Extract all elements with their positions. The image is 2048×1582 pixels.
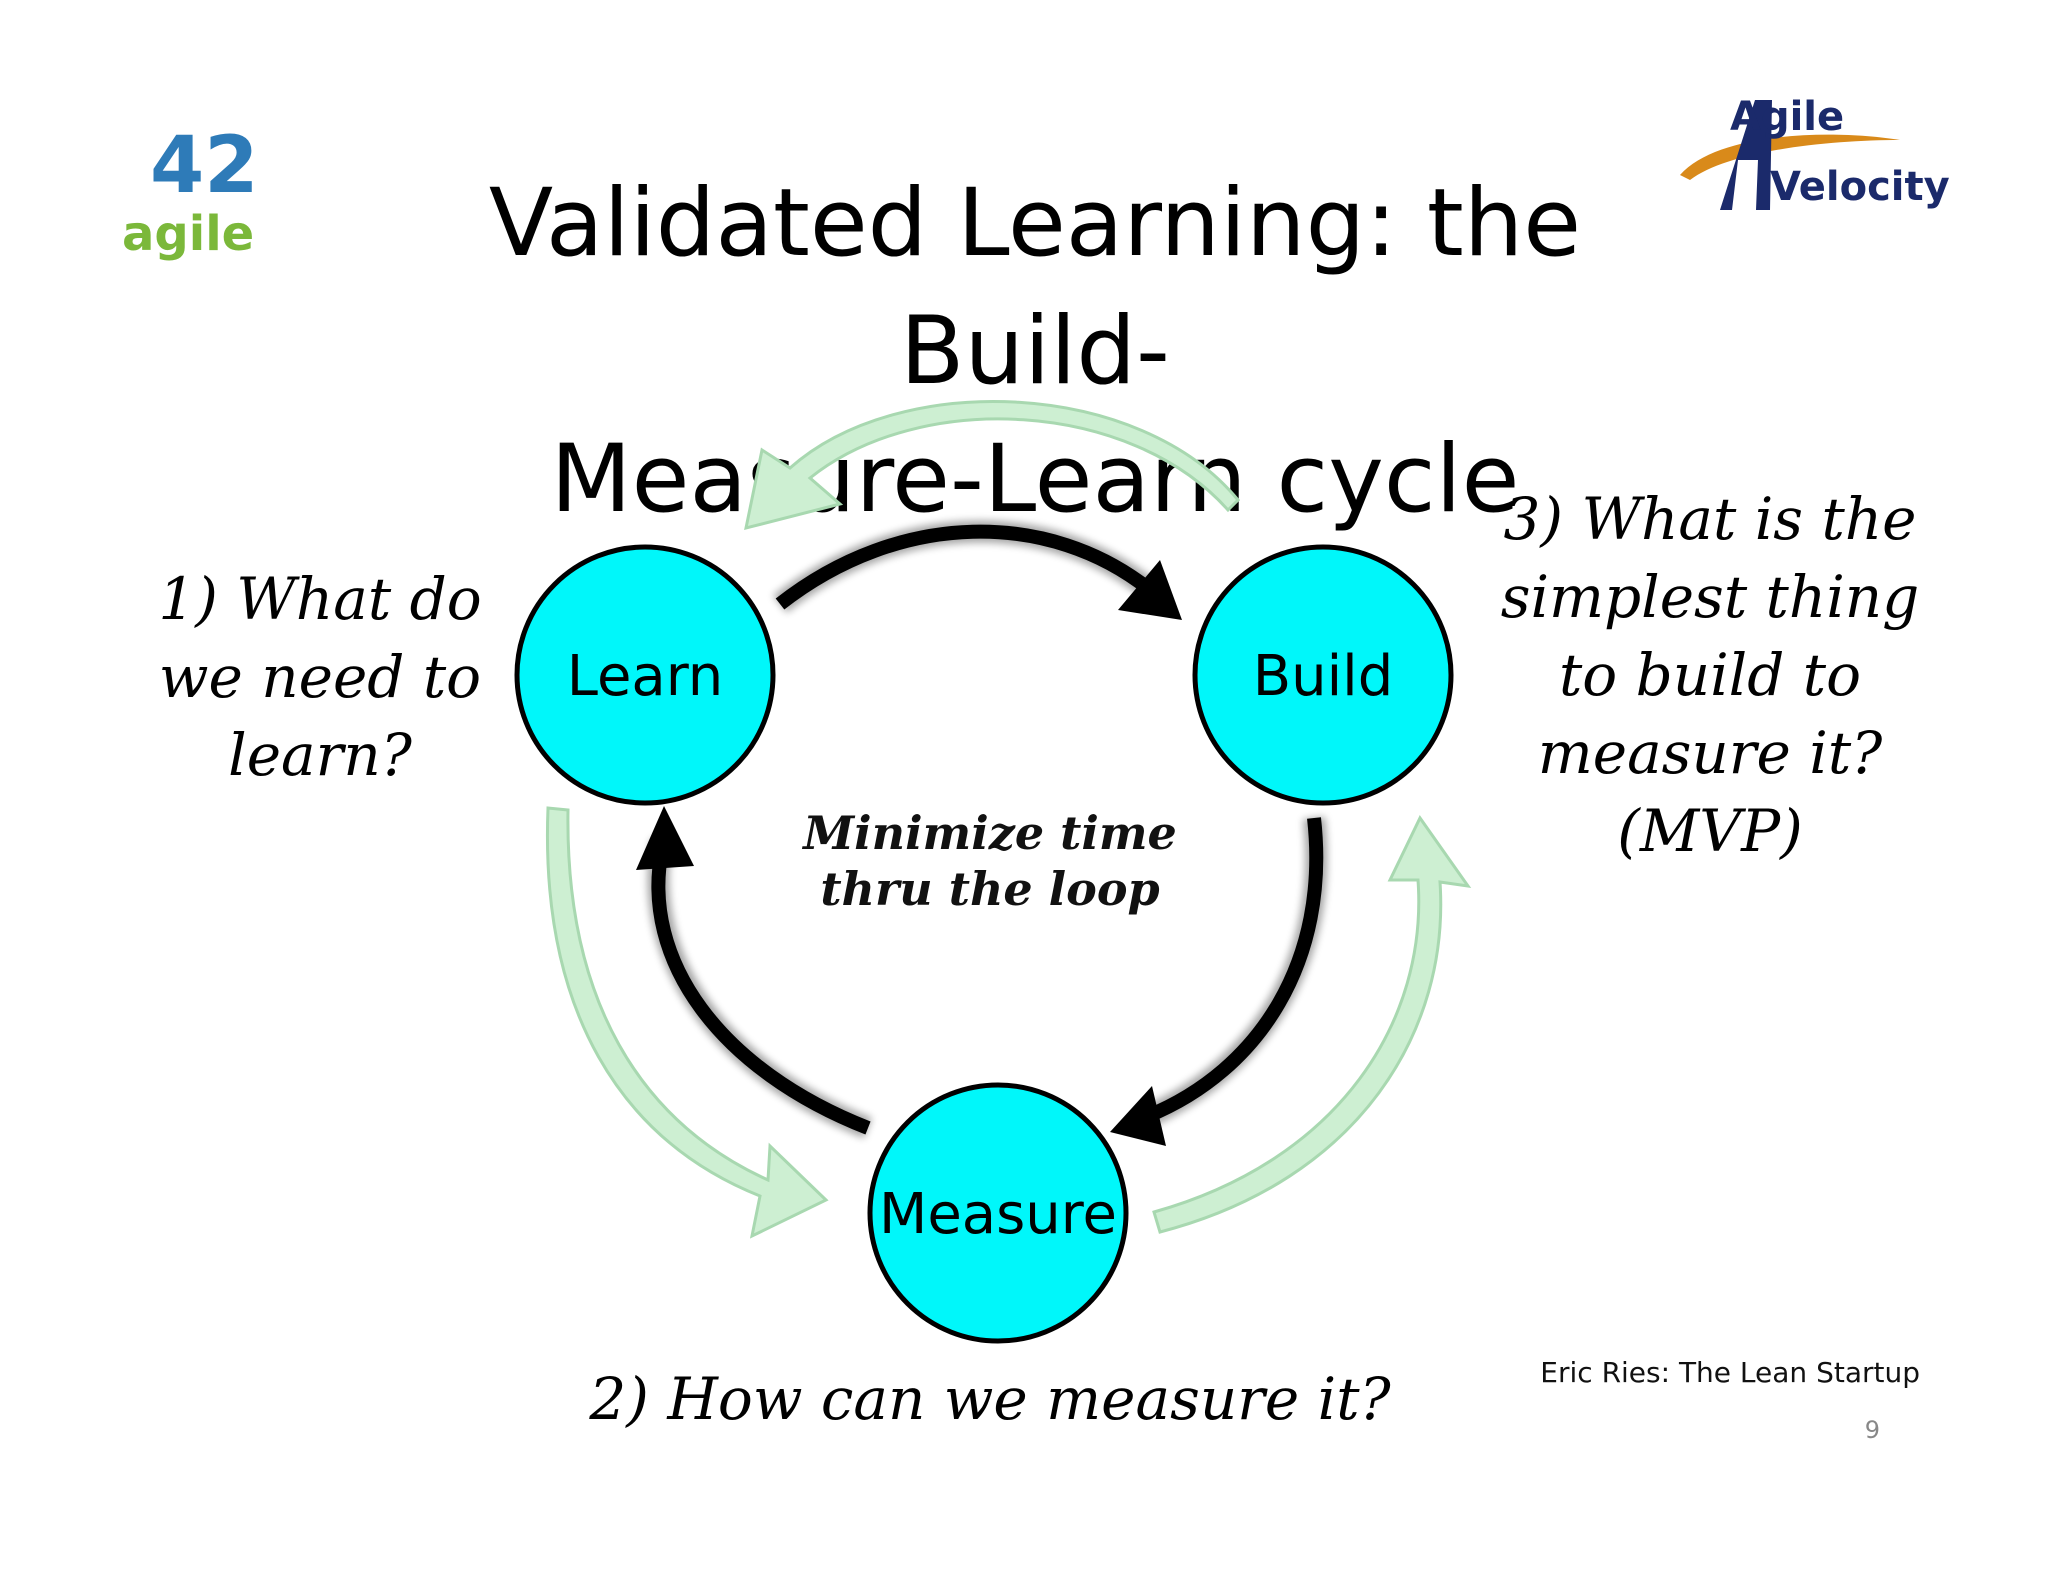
slide-title-line-1: Validated Learning: the Build- bbox=[488, 169, 1582, 406]
question-learn: 1) What do we need to learn? bbox=[140, 560, 500, 794]
question-build-line: measure it? bbox=[1537, 719, 1883, 787]
agile42-logo-number: 42 bbox=[150, 121, 259, 211]
slide-title-line-2: Measure-Learn cycle bbox=[550, 425, 1520, 534]
question-build-line: 3) What is the bbox=[1503, 485, 1917, 553]
question-measure-line: 2) How can we measure it? bbox=[589, 1365, 1391, 1433]
question-learn-line: we need to bbox=[158, 643, 482, 711]
question-learn-line: 1) What do bbox=[158, 565, 482, 633]
agile-velocity-logo: Agile Velocity bbox=[1680, 94, 1950, 210]
agile42-logo: 42 agile bbox=[122, 121, 259, 262]
inner-arrow-build-to-measure bbox=[1145, 817, 1324, 1123]
inner-arrow-learn-to-build bbox=[775, 524, 1155, 610]
agile-velocity-logo-line1: Agile bbox=[1730, 94, 1844, 140]
question-build-line: simplest thing bbox=[1500, 563, 1920, 631]
inner-arrowhead-learn bbox=[636, 806, 694, 870]
inner-arrow-measure-to-learn bbox=[651, 848, 871, 1135]
inner-arrowhead-measure bbox=[1110, 1086, 1166, 1146]
node-build: Build bbox=[1192, 544, 1454, 806]
center-note-line-2: thru the loop bbox=[820, 862, 1160, 916]
node-learn-label: Learn bbox=[567, 644, 724, 709]
velocity-swoosh bbox=[1680, 134, 1900, 180]
question-build-line: (MVP) bbox=[1617, 797, 1803, 865]
outer-arrow-right bbox=[1152, 815, 1472, 1234]
question-build: 3) What is the simplest thing to build t… bbox=[1480, 480, 1940, 870]
inner-arrowhead-build bbox=[1118, 560, 1182, 620]
center-note-line-1: Minimize time bbox=[803, 806, 1177, 860]
node-measure: Measure bbox=[867, 1082, 1129, 1344]
question-learn-line: learn? bbox=[228, 721, 412, 789]
velocity-a-mark bbox=[1720, 100, 1772, 210]
outer-arrow-left bbox=[545, 806, 829, 1239]
outer-arrow-top bbox=[744, 400, 1241, 531]
agile42-logo-word: agile bbox=[122, 206, 254, 262]
question-build-line: to build to bbox=[1558, 641, 1862, 709]
page-number: 9 bbox=[1864, 1416, 1880, 1444]
center-note: Minimize time thru the loop bbox=[770, 805, 1210, 917]
inner-arrows bbox=[636, 524, 1324, 1146]
node-learn: Learn bbox=[514, 544, 776, 806]
slide-title: Validated Learning: the Build- Measure-L… bbox=[360, 160, 1710, 544]
question-measure: 2) How can we measure it? bbox=[560, 1360, 1420, 1438]
outer-arrows bbox=[545, 400, 1472, 1239]
node-measure-label: Measure bbox=[879, 1182, 1117, 1247]
agile-velocity-logo-line2: Velocity bbox=[1770, 164, 1950, 210]
source-credit: Eric Ries: The Lean Startup bbox=[1540, 1356, 1920, 1389]
node-build-label: Build bbox=[1253, 644, 1394, 709]
